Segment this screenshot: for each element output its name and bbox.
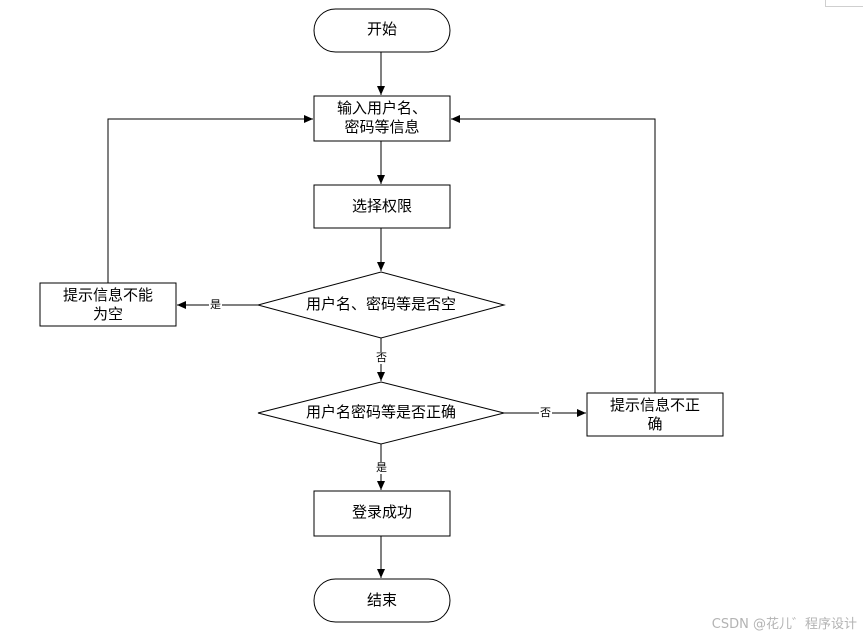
empty-message-box [39,282,177,327]
edge-label-correct-no: 否 [539,406,552,419]
input-process-box [313,95,451,142]
end-terminal [313,578,451,623]
edge-label-correct-yes: 是 [375,461,388,474]
empty-check-diamond [256,271,506,339]
select-permission-box [313,184,451,229]
watermark: CSDN @花儿゛程序设计 [711,617,857,632]
edge-wrong-msg-back [451,115,656,393]
start-terminal [313,8,451,53]
edge-empty-msg-back [107,115,313,283]
correct-check-diamond [257,381,505,445]
edge-label-empty-no: 否 [375,351,388,364]
success-box [313,490,451,537]
wrong-message-box [586,392,724,437]
edge-label-empty-yes: 是 [209,298,222,311]
corner-tab [825,0,863,7]
